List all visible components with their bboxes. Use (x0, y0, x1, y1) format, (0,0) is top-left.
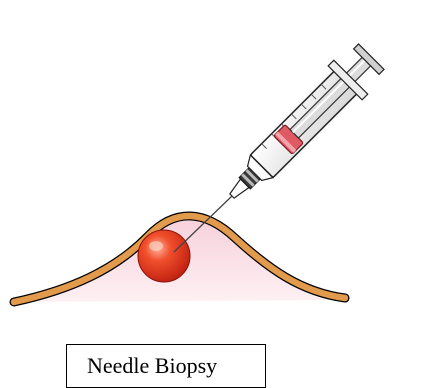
syringe-icon (174, 40, 388, 252)
caption-box: Needle Biopsy (66, 344, 266, 388)
caption-label: Needle Biopsy (87, 353, 217, 379)
lesion-icon (138, 230, 190, 282)
